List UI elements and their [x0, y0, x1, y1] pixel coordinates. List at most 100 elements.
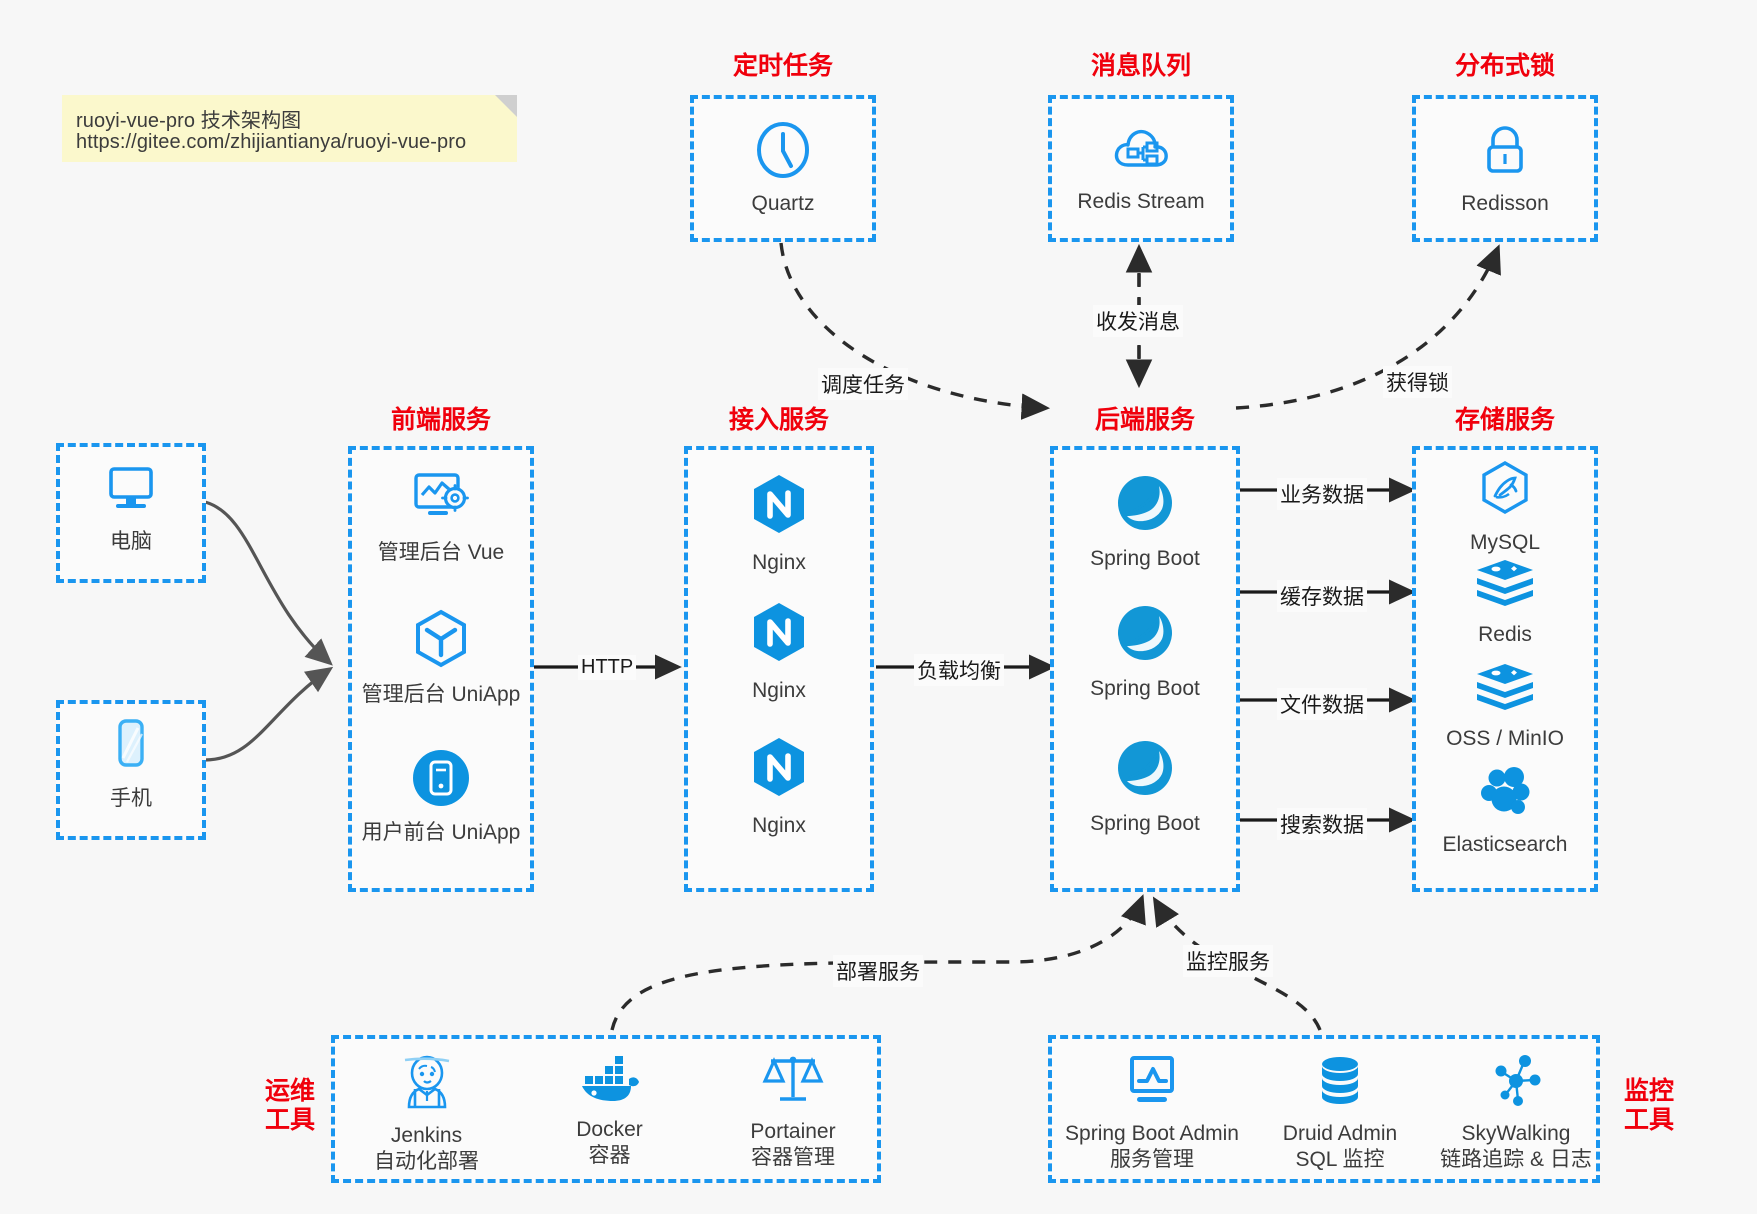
group-title-storage: 存储服务 [1454, 406, 1555, 434]
node-label: Nginx [752, 679, 806, 702]
node-quartz[interactable]: Quartz [694, 121, 872, 217]
edge-label-monitor-service: 监控服务 [1183, 945, 1273, 977]
node-label: Nginx [752, 814, 806, 837]
edge-label-search-data: 搜索数据 [1277, 808, 1367, 840]
node-admin-vue[interactable]: 管理后台 Vue [352, 468, 530, 566]
node-label: 管理后台 UniApp [361, 683, 521, 706]
redis-icon [1474, 558, 1536, 615]
edge-label-business-data: 业务数据 [1277, 478, 1367, 510]
monitor-chart-icon [1121, 1053, 1183, 1114]
spring-boot-icon [1114, 737, 1176, 804]
nginx-icon [748, 735, 810, 806]
node-label: Redis [1478, 623, 1532, 646]
group-box-client-phone: 手机 [56, 700, 206, 840]
node-nginx-1[interactable]: Nginx [688, 472, 870, 576]
node-desktop[interactable]: 电脑 [60, 461, 202, 555]
node-spring-boot-3[interactable]: Spring Boot [1054, 737, 1236, 837]
node-redis-stream[interactable]: Redis Stream [1052, 121, 1230, 215]
edge-label-file-data: 文件数据 [1277, 688, 1367, 720]
node-oss-minio[interactable]: OSS / MinIO [1416, 662, 1594, 752]
node-druid-admin[interactable]: Druid Admin SQL 监控 [1252, 1053, 1428, 1174]
group-title-scheduler: 定时任务 [732, 52, 833, 80]
phone-icon [102, 716, 160, 779]
group-box-devops: Jenkins 自动化部署 Docker 容器 [331, 1035, 881, 1183]
node-sublabel: 服务管理 [1110, 1148, 1194, 1172]
group-box-lock: Redisson [1412, 95, 1598, 242]
group-title-frontend: 前端服务 [390, 406, 491, 434]
node-label: Nginx [752, 551, 806, 574]
group-box-client-desktop: 电脑 [56, 443, 206, 583]
scales-icon [762, 1051, 824, 1112]
node-sublabel: 自动化部署 [374, 1150, 479, 1174]
group-box-monitoring: Spring Boot Admin 服务管理 Druid Admin SQL 监… [1048, 1035, 1600, 1183]
node-label: OSS / MinIO [1446, 727, 1564, 750]
node-elasticsearch[interactable]: Elasticsearch [1416, 764, 1594, 858]
dashboard-gear-icon [409, 468, 473, 533]
group-box-mq: Redis Stream [1048, 95, 1234, 242]
node-label: Spring Boot Admin [1065, 1122, 1239, 1145]
node-label: Quartz [751, 192, 815, 215]
group-title-lock: 分布式锁 [1454, 52, 1555, 80]
node-spring-boot-admin[interactable]: Spring Boot Admin 服务管理 [1052, 1053, 1252, 1174]
note-line-2: https://gitee.com/zhijiantianya/ruoyi-vu… [76, 131, 467, 153]
node-label: MySQL [1469, 531, 1540, 554]
docker-icon [579, 1053, 641, 1110]
note-line-1: ruoyi-vue-pro 技术架构图 [76, 110, 302, 132]
group-box-storage: MySQL Redis [1412, 446, 1598, 892]
nginx-icon [748, 472, 810, 543]
node-nginx-3[interactable]: Nginx [688, 735, 870, 839]
node-label: 电脑 [110, 530, 152, 553]
redis-stack-icon [1474, 662, 1536, 719]
group-box-frontend: 管理后台 Vue 管理后台 UniApp 用户前台 UniApp [348, 446, 534, 892]
group-title-devops-line1: 运维 [264, 1077, 315, 1105]
group-title-devops-line2: 工具 [264, 1105, 315, 1134]
edge-label-http: HTTP [578, 655, 637, 680]
edge-label-send-receive-message: 收发消息 [1093, 305, 1183, 337]
node-mysql[interactable]: MySQL [1416, 460, 1594, 556]
mysql-icon [1477, 460, 1533, 523]
node-spring-boot-2[interactable]: Spring Boot [1054, 602, 1236, 702]
node-skywalking[interactable]: SkyWalking 链路追踪 & 日志 [1428, 1053, 1604, 1174]
node-label: Jenkins [390, 1124, 463, 1147]
node-docker[interactable]: Docker 容器 [518, 1053, 701, 1170]
group-title-monitoring-line1: 监控 [1623, 1077, 1674, 1105]
node-sublabel: 链路追踪 & 日志 [1440, 1148, 1592, 1172]
group-box-backend: Spring Boot Spring Boot Spring Boot [1050, 446, 1240, 892]
hexagon-cube-icon [411, 608, 471, 675]
node-redisson[interactable]: Redisson [1416, 121, 1594, 217]
node-redis[interactable]: Redis [1416, 558, 1594, 648]
group-title-monitoring-line2: 工具 [1623, 1105, 1674, 1134]
mobile-circle-icon [411, 748, 471, 813]
node-label: 管理后台 Vue [377, 541, 505, 564]
group-title-backend: 后端服务 [1094, 406, 1195, 434]
title-note: ruoyi-vue-pro 技术架构图 https://gitee.com/zh… [62, 95, 517, 162]
node-label: Druid Admin [1282, 1122, 1398, 1145]
node-admin-uniapp[interactable]: 管理后台 UniApp [352, 608, 530, 708]
lock-icon [1476, 121, 1534, 184]
edge-label-acquire-lock: 获得锁 [1383, 366, 1452, 398]
node-label: 用户前台 UniApp [361, 821, 521, 844]
node-user-uniapp[interactable]: 用户前台 UniApp [352, 748, 530, 846]
node-label: Elasticsearch [1442, 833, 1568, 856]
note-fold-corner [495, 95, 517, 117]
node-portainer[interactable]: Portainer 容器管理 [701, 1051, 885, 1172]
node-label: Redis Stream [1077, 190, 1205, 213]
node-jenkins[interactable]: Jenkins 自动化部署 [335, 1053, 518, 1176]
node-nginx-2[interactable]: Nginx [688, 600, 870, 704]
desktop-icon [102, 461, 160, 522]
node-phone[interactable]: 手机 [60, 716, 202, 812]
edge-label-cache-data: 缓存数据 [1277, 580, 1367, 612]
node-spring-boot-1[interactable]: Spring Boot [1054, 472, 1236, 572]
node-label: Docker [576, 1118, 643, 1141]
skywalking-icon [1488, 1053, 1544, 1114]
elasticsearch-icon [1476, 764, 1534, 825]
nginx-icon [748, 600, 810, 671]
spring-boot-icon [1114, 472, 1176, 539]
group-title-devops: 运维 工具 [255, 1077, 325, 1135]
database-icon [1312, 1053, 1368, 1114]
edge-label-schedule-task: 调度任务 [818, 368, 908, 400]
cloud-stream-icon [1112, 121, 1170, 182]
spring-boot-icon [1114, 602, 1176, 669]
clock-icon [754, 121, 812, 184]
